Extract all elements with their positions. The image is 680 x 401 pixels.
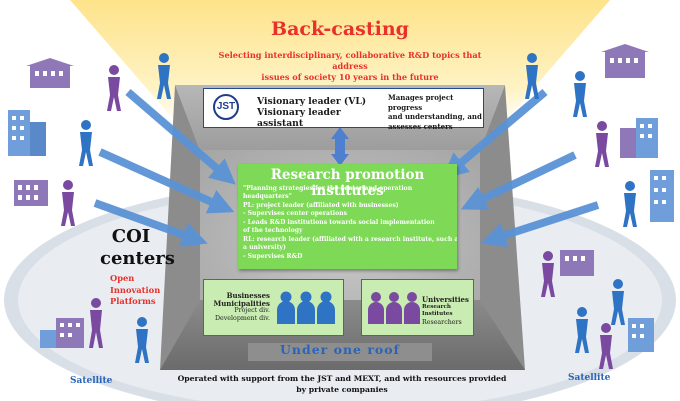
rpi-line: - Leads R&D institutions towards social …	[243, 219, 435, 226]
people-group-icon	[368, 292, 420, 324]
rpi-line: - Supervises center operations	[243, 210, 348, 217]
building-icon-left-bottom	[40, 318, 84, 348]
rpi-line: headquarters"	[243, 193, 292, 200]
rpi-line: a university)	[243, 244, 286, 251]
oip-line: Innovation	[110, 284, 161, 295]
project-div-label: Project div.	[234, 307, 270, 314]
footer-text: Operated with support from the JST and M…	[160, 373, 524, 395]
jst-logo: JST	[213, 94, 239, 120]
person-icon	[599, 323, 613, 369]
rpi-title: Research promotion institutes	[270, 167, 425, 199]
businesses-label: Businesses	[226, 291, 270, 300]
manages-line: and understanding, and	[388, 112, 482, 121]
arrow-right-2	[460, 151, 577, 210]
person-icon	[135, 317, 149, 363]
double-arrow-icon	[331, 127, 349, 166]
satellite-left-label: Satellite	[70, 376, 113, 386]
businesses-text: Businesses Municipalities Project div. D…	[208, 292, 270, 322]
manages-text: Manages project progress and understandi…	[388, 93, 483, 131]
arrows	[93, 88, 600, 248]
roof-label-band	[248, 343, 432, 361]
manages-line: Manages project progress	[388, 93, 454, 112]
arrow-left-3	[93, 199, 208, 247]
rpi-line: "Planning strategies for the center and …	[243, 185, 413, 192]
universities-card: Universities Research Institutes Researc…	[361, 279, 474, 336]
rpi-line: PL: project leader (affiliated with busi…	[243, 202, 399, 209]
subtitle-line: Selecting interdisciplinary, collaborati…	[218, 50, 482, 71]
people-group-icon	[277, 291, 335, 324]
oip-line: Open	[110, 273, 135, 283]
jst-box	[203, 88, 484, 128]
person-icon	[107, 65, 121, 111]
page-title: Back-casting	[271, 18, 409, 40]
person-icon	[79, 120, 93, 166]
rpi-line: - Supervises R&D	[243, 253, 303, 260]
vl-line: Visionary leader assistant	[257, 107, 341, 129]
rpi-line: of the technology	[243, 227, 303, 234]
person-icon	[61, 180, 75, 226]
person-icon	[541, 251, 555, 297]
rpi-line: RL: research leader (affiliated with a r…	[243, 236, 457, 243]
manages-line: assesses centers	[388, 121, 453, 131]
footer-line: by private companies	[296, 385, 388, 394]
researchers-label: Researchers	[422, 318, 462, 326]
person-icon	[573, 71, 587, 117]
person-icon	[595, 121, 609, 167]
oip-line: Platforms	[110, 296, 156, 306]
vl-line: Visionary leader (VL)	[257, 96, 367, 107]
subtitle-line: issues of society 10 years in the future	[261, 72, 439, 82]
arrow-right-3	[480, 201, 600, 248]
person-icon	[89, 298, 103, 348]
person-icon	[575, 307, 589, 353]
coi-line: centers	[100, 248, 175, 269]
building-icon-right-top	[601, 44, 649, 78]
businesses-card: Businesses Municipalities Project div. D…	[203, 279, 344, 336]
research-institutes-label: Research Institutes	[422, 303, 453, 318]
building-icon-right-mid	[620, 118, 658, 158]
universities-text: Universities Research Institutes Researc…	[422, 296, 474, 326]
person-icon	[525, 53, 539, 99]
universities-label: Universities	[422, 295, 469, 304]
person-icon	[611, 279, 625, 325]
coi-centers-label: COI centers	[100, 226, 175, 270]
building-icon-left-top	[26, 58, 74, 88]
municipalities-label: Municipalities	[213, 298, 270, 308]
building-icon-left-low	[14, 180, 48, 206]
footer-line: Operated with support from the JST and M…	[177, 374, 507, 383]
building-icon-right-low	[650, 170, 674, 222]
person-icon	[157, 53, 171, 99]
arrow-left-1	[125, 88, 236, 185]
subtitle: Selecting interdisciplinary, collaborati…	[210, 50, 490, 83]
coi-line: COI	[111, 226, 151, 247]
building-icon-left-mid	[8, 110, 46, 156]
arrow-left-2	[98, 148, 235, 214]
visionary-leader-text: Visionary leader (VL) Visionary leader a…	[257, 96, 377, 129]
building-icon-right-bottom	[560, 250, 654, 352]
under-one-roof-label: Under one roof	[280, 342, 400, 357]
person-icon	[623, 181, 637, 227]
arrow-right-1	[442, 88, 548, 179]
open-innovation-platforms-label: Open Innovation Platforms	[110, 273, 170, 308]
satellite-right-label: Satellite	[568, 373, 611, 383]
research-promotion-institutes-box: Research promotion institutes "Planning …	[238, 164, 457, 269]
development-div-label: Development div.	[214, 314, 270, 322]
